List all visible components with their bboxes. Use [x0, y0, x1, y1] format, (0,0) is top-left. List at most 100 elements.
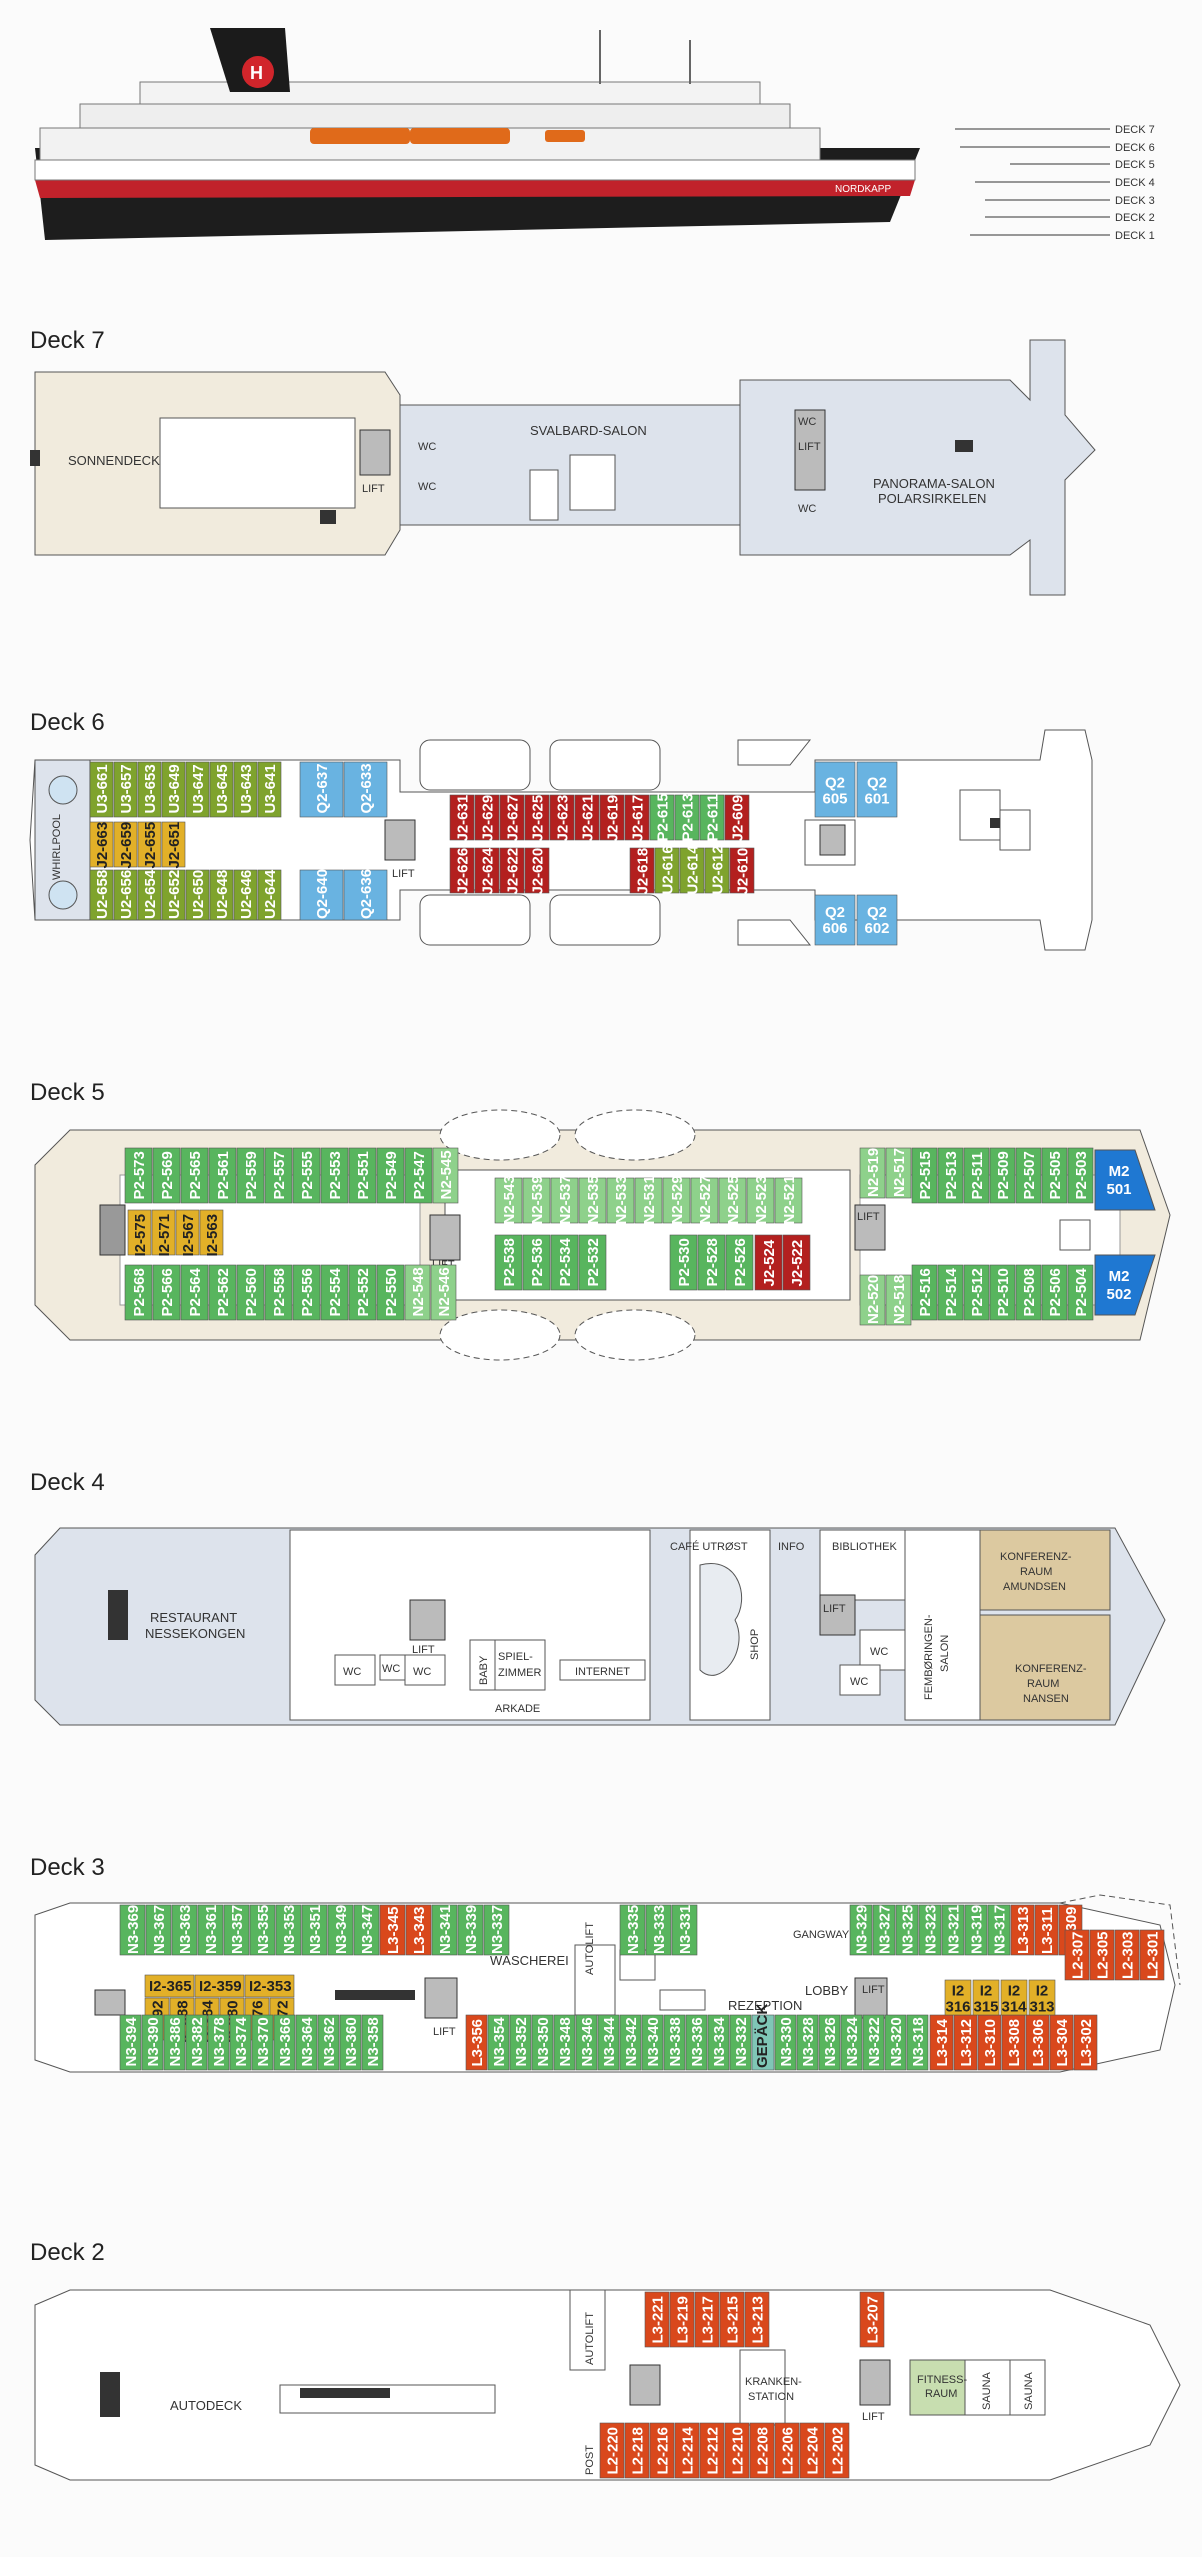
cabin — [911, 1264, 938, 1321]
cabin — [264, 1147, 293, 1204]
cabin-label: U3-641 — [262, 764, 279, 813]
cabin — [824, 2422, 850, 2479]
cabin-label: N3-335 — [625, 1905, 642, 1954]
lift-label: LIFT — [392, 868, 415, 880]
cabin — [746, 1177, 775, 1224]
cabin — [137, 761, 162, 818]
cabin-label: I2-563 — [204, 1214, 221, 1257]
polarsirkelen-label: POLARSIRKELEN — [878, 491, 986, 506]
cabin — [729, 847, 755, 894]
cabin-label: L3-345 — [385, 1906, 402, 1954]
cabin-label: N2-523 — [753, 1175, 770, 1224]
cabin — [724, 2422, 750, 2479]
cabin — [494, 1234, 523, 1291]
cabin-label: N3-326 — [822, 2017, 839, 2066]
cabin — [1034, 1904, 1059, 1956]
cabin — [376, 1264, 405, 1321]
cabin — [89, 821, 114, 868]
cabin — [911, 1147, 938, 1204]
cabin — [859, 1147, 886, 1199]
cabin-label: P2-516 — [917, 1268, 934, 1316]
cabin — [119, 1904, 146, 1956]
amundsen-label: AMUNDSEN — [1003, 1581, 1066, 1593]
cabin — [208, 1264, 237, 1321]
svalbard-salon-label: SVALBARD-SALON — [530, 423, 647, 438]
cabin — [654, 847, 680, 894]
suite-label: 602 — [864, 920, 889, 937]
cabin-label: N3-328 — [800, 2017, 817, 2066]
suite-label: Q2 — [825, 775, 845, 792]
lift-label: LIFT — [362, 483, 385, 495]
whirlpool-label: WHIRLPOOL — [51, 814, 63, 880]
cabin — [531, 2014, 554, 2071]
cabin — [669, 1234, 698, 1291]
cabin — [669, 2291, 695, 2348]
suite — [814, 894, 856, 946]
cabin — [194, 1974, 245, 1998]
cabin — [152, 1264, 181, 1321]
cabin-label: N3-338 — [667, 2017, 684, 2066]
deck-index-label: DECK 3 — [1115, 195, 1155, 207]
cabin — [209, 761, 234, 818]
cabin — [185, 2014, 208, 2071]
cabin-label: P2-528 — [704, 1238, 721, 1286]
cabin-label: N3-350 — [535, 2017, 552, 2066]
cabin-label: P2-561 — [215, 1151, 232, 1199]
cabin-label: N3-346 — [579, 2017, 596, 2066]
cabin-label: U2-614 — [685, 845, 702, 895]
suite-label: 502 — [1106, 1286, 1131, 1303]
cabin-label: U2-612 — [710, 845, 727, 894]
cabin-label: P2-615 — [655, 793, 672, 841]
cabin — [1089, 1929, 1115, 1981]
cabin-label: L3-207 — [865, 2296, 882, 2344]
cabin — [707, 2014, 730, 2071]
cabin — [697, 1234, 726, 1291]
cabin — [872, 1904, 896, 1956]
cabin — [884, 2014, 907, 2071]
cabin — [685, 2014, 708, 2071]
cabin-label: N2-535 — [585, 1175, 602, 1224]
cabin — [449, 847, 475, 894]
cabin-label: L2-214 — [680, 2426, 697, 2474]
cabin-label: J2-655 — [142, 822, 159, 869]
cabin-label: P2-554 — [327, 1267, 344, 1316]
cabin — [199, 1209, 224, 1256]
suite — [1094, 1254, 1156, 1316]
cabin — [725, 1234, 754, 1291]
cabin — [1067, 1147, 1094, 1204]
cabin-label: P2-515 — [917, 1151, 934, 1199]
suite-label: Q2 — [825, 904, 845, 921]
cabin-label: N3-325 — [900, 1905, 917, 1954]
cabin-label: U2-646 — [238, 870, 255, 919]
cabin — [113, 761, 138, 818]
cabin-label: P2-560 — [243, 1268, 260, 1316]
cabin-label: N3-341 — [437, 1905, 454, 1954]
raum-label: RAUM — [1027, 1678, 1059, 1690]
cabin-label: J2-623 — [555, 795, 572, 842]
suite — [972, 1979, 1000, 2016]
deck-index-label: DECK 5 — [1115, 159, 1155, 171]
ship-profile: H NORDKAPP DECK 7 DECK 6 DECK 5 DECK 4 D… — [34, 28, 1155, 242]
suite-label: M2 — [1109, 1163, 1130, 1180]
cabin — [1041, 1147, 1068, 1204]
cabin — [796, 2014, 819, 2071]
cabin — [674, 794, 700, 841]
cabin-label: N3-347 — [359, 1905, 376, 1954]
cabin — [236, 1264, 265, 1321]
lift-label: LIFT — [412, 1644, 435, 1656]
cabin — [906, 2014, 929, 2071]
cabin-label: N3-394 — [123, 2017, 140, 2067]
cabin-label: U3-647 — [190, 764, 207, 813]
nansen-label: NANSEN — [1023, 1693, 1069, 1705]
arkade-label: ARKADE — [495, 1703, 540, 1715]
cabin-label: P2-551 — [355, 1151, 372, 1199]
cabin-label: J2-619 — [605, 795, 622, 842]
cabin — [295, 2014, 318, 2071]
cabin — [353, 1904, 380, 1956]
lifeboat-icon — [574, 1309, 696, 1361]
sauna-label: SAUNA — [1023, 2371, 1035, 2410]
suite-label: 316 — [945, 1999, 970, 2016]
cabin-label: N2-519 — [865, 1148, 882, 1197]
cabin — [171, 1904, 198, 1956]
cabin — [257, 761, 282, 818]
